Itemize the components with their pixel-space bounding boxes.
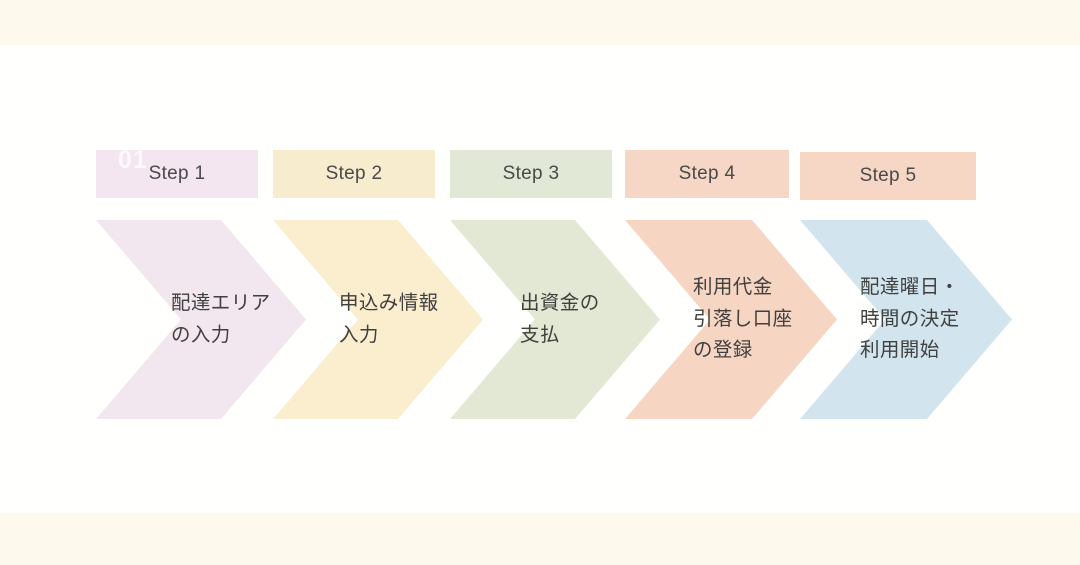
step-arrow-text-5: 配達曜日・ 時間の決定 利用開始 xyxy=(860,220,1010,419)
chevron-shape-5 xyxy=(800,220,1012,419)
chevron-shape-4 xyxy=(625,220,837,419)
step-text-line: 申込み情報 xyxy=(339,291,439,314)
step-label-row: 01 Step 1 Step 2 Step 3 Step 4 Step 5 xyxy=(0,45,1080,200)
step-arrow-1[interactable]: 配達エリア の入力 xyxy=(96,220,306,419)
step-label-5[interactable]: Step 5 xyxy=(800,152,976,200)
step-label-4[interactable]: Step 4 xyxy=(625,150,789,198)
step-arrow-text-4: 利用代金 引落し口座 の登録 xyxy=(693,220,833,419)
chevron-shape-2 xyxy=(273,220,483,419)
step-arrow-2[interactable]: 申込み情報 入力 xyxy=(273,220,483,419)
step-arrow-4[interactable]: 利用代金 引落し口座 の登録 xyxy=(625,220,837,419)
step-text-line: 入力 xyxy=(339,323,379,346)
step-text-line: 出資金の xyxy=(520,291,600,314)
chevron-shape-1 xyxy=(96,220,306,419)
step-text-line: 配達曜日・ xyxy=(860,276,960,299)
step-arrow-row: 配達エリア の入力 申込み情報 入力 出資金の 支払 xyxy=(0,45,1080,513)
step-text-line: の登録 xyxy=(693,339,753,362)
step-label-text-2: Step 2 xyxy=(325,163,383,184)
step-label-text-4: Step 4 xyxy=(678,163,736,184)
top-banner-band xyxy=(0,0,1080,45)
chevron-shape-3 xyxy=(450,220,660,419)
step-text-line: 引落し口座 xyxy=(693,307,793,330)
step-arrow-text-2: 申込み情報 入力 xyxy=(339,220,474,419)
step-text-line: の入力 xyxy=(171,323,231,346)
step-label-text-3: Step 3 xyxy=(502,163,560,184)
step-text-line: 支払 xyxy=(520,323,560,346)
step-text-line: 利用開始 xyxy=(860,339,940,362)
step-text-line: 配達エリア xyxy=(171,291,271,314)
step-arrow-text-1: 配達エリア の入力 xyxy=(171,220,301,419)
step-text-line: 利用代金 xyxy=(693,276,773,299)
step-arrow-3[interactable]: 出資金の 支払 xyxy=(450,220,660,419)
bottom-banner-band xyxy=(0,513,1080,565)
step-label-2[interactable]: Step 2 xyxy=(273,150,435,198)
step-text-line: 時間の決定 xyxy=(860,307,960,330)
diagram-content-area: 01 Step 1 Step 2 Step 3 Step 4 Step 5 xyxy=(0,45,1080,513)
step-label-text-1: Step 1 xyxy=(148,163,206,184)
step-arrow-5[interactable]: 配達曜日・ 時間の決定 利用開始 xyxy=(800,220,1012,419)
step-label-text-5: Step 5 xyxy=(859,165,917,186)
step-label-3[interactable]: Step 3 xyxy=(450,150,612,198)
step-arrow-text-3: 出資金の 支払 xyxy=(520,220,650,419)
